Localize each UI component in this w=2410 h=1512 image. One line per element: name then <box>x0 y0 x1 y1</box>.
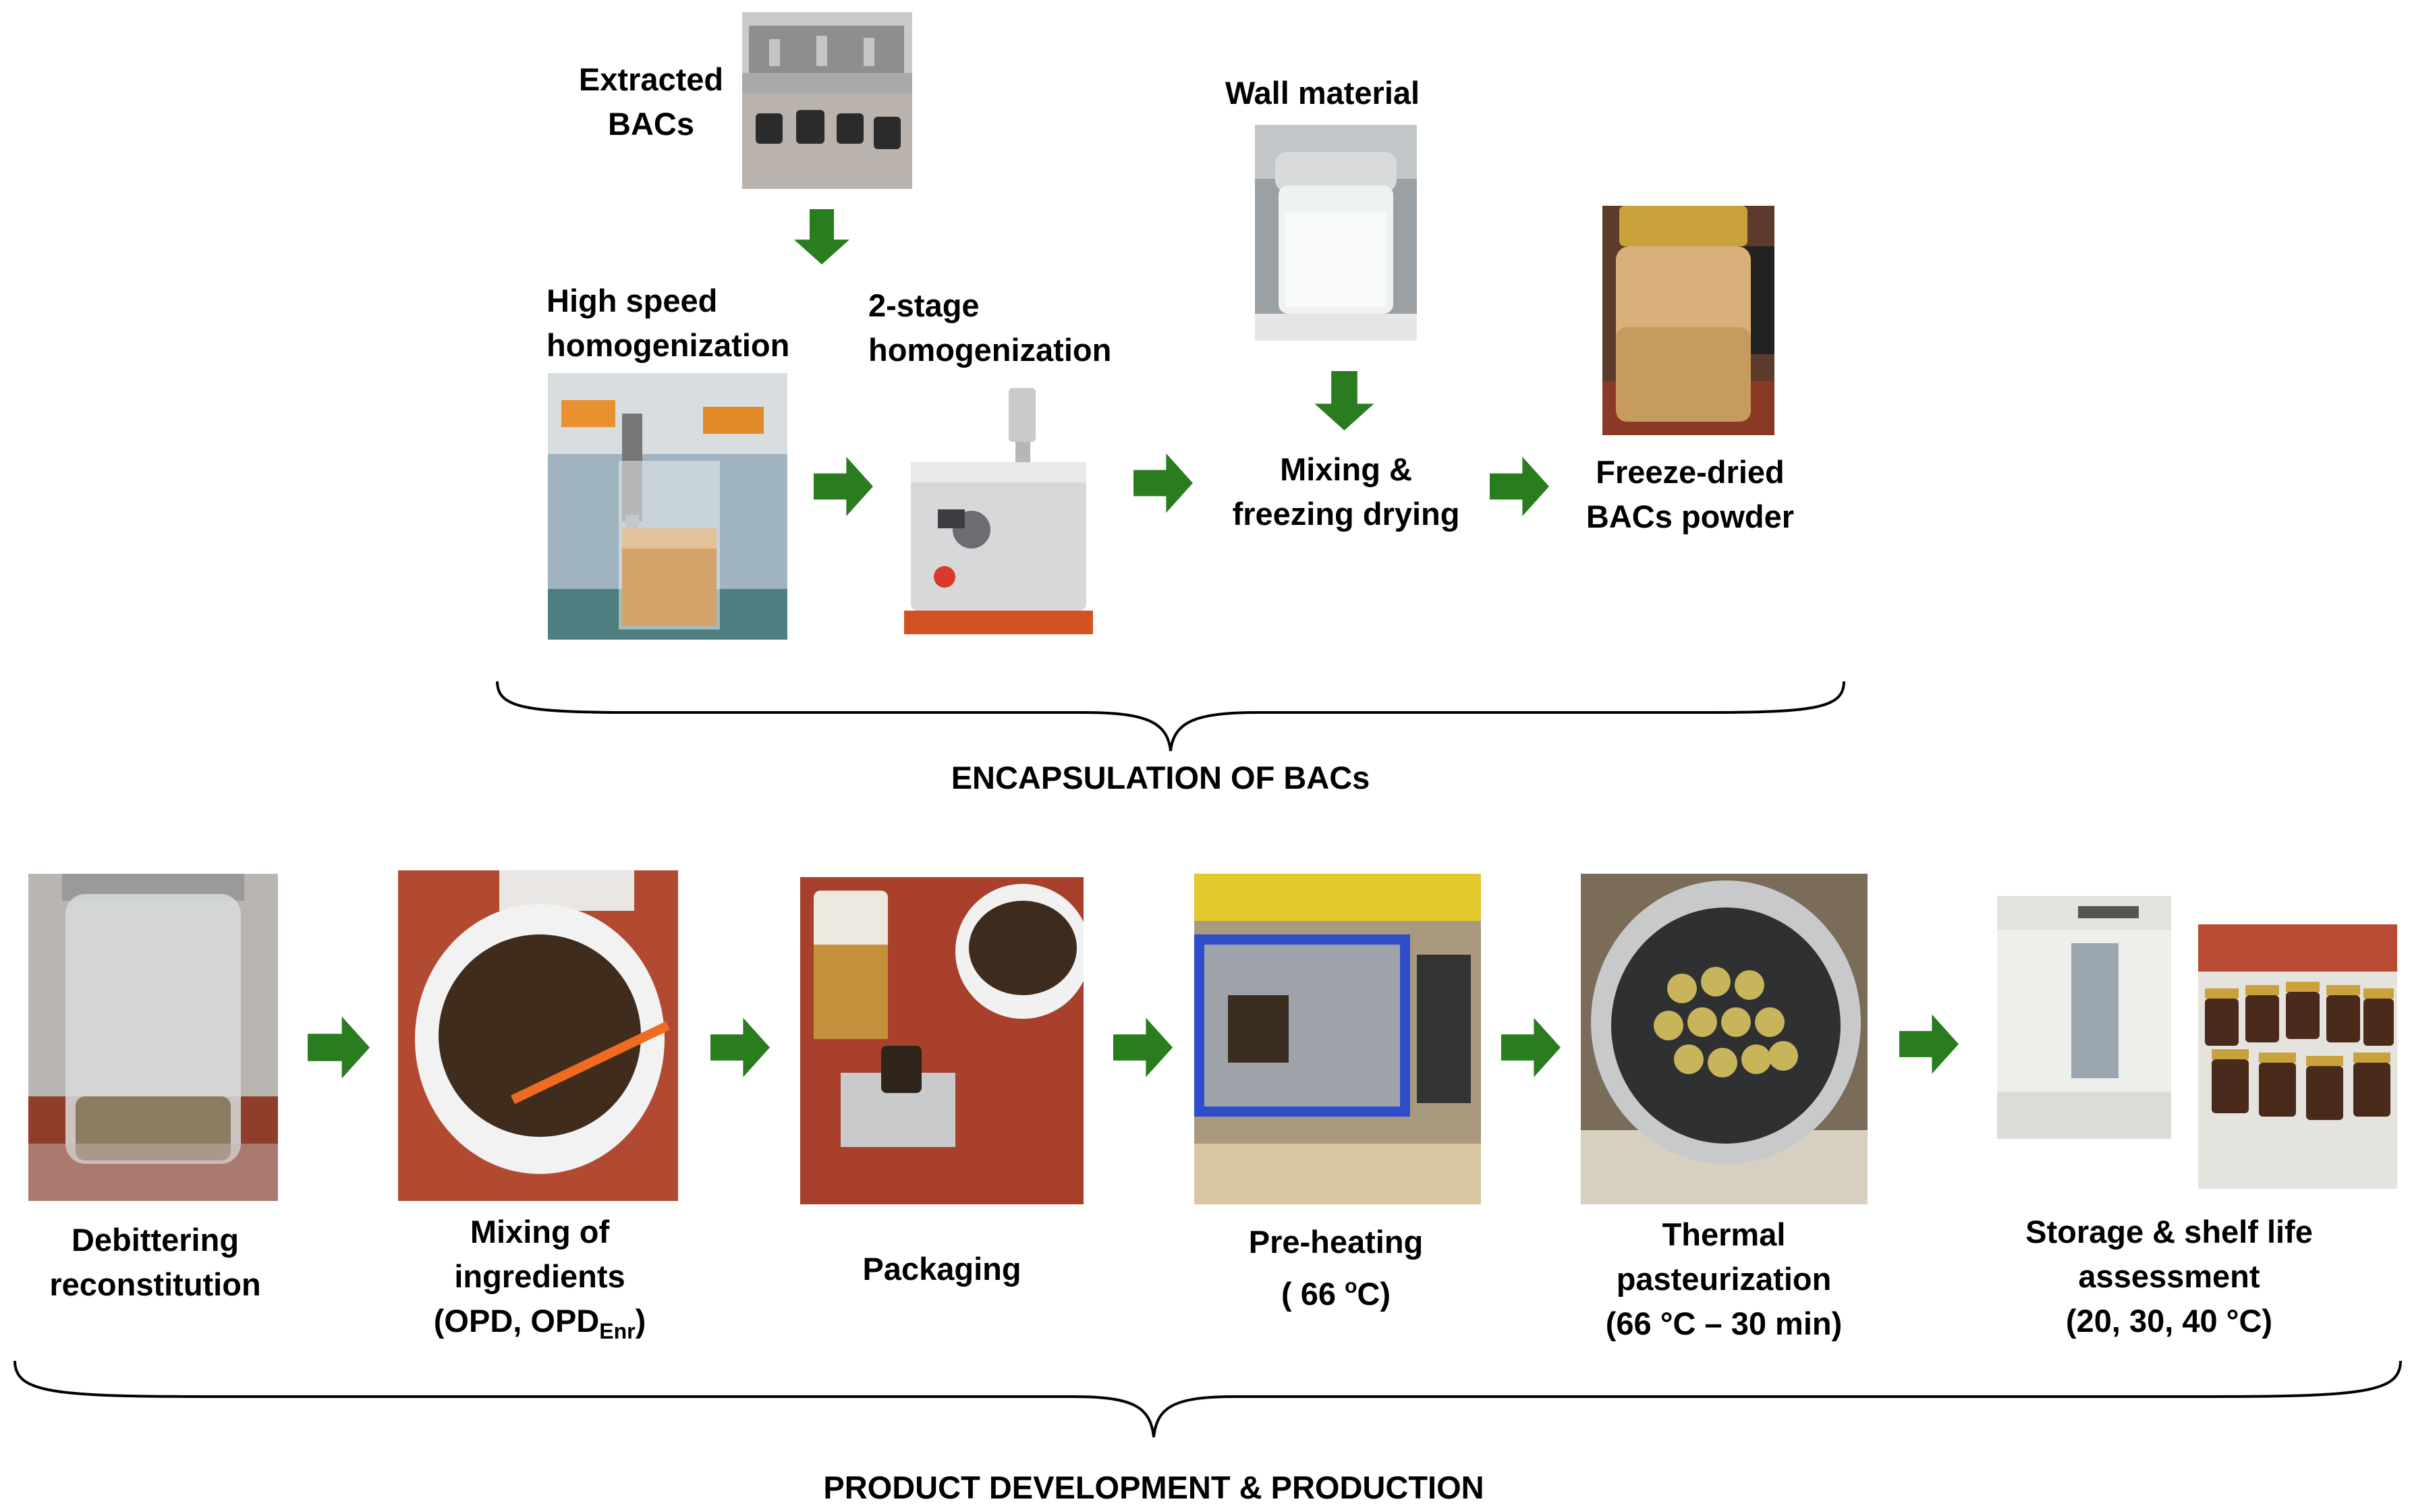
photo-wall-material <box>1255 125 1417 341</box>
arrow-down-extracted <box>788 209 856 264</box>
label-packaging: Packaging <box>862 1251 1021 1287</box>
photo-thermal-pasteurization <box>1581 874 1868 1204</box>
label-freeze-dried-powder: Freeze-dried BACs powder <box>1586 454 1795 534</box>
photo-high-speed-homogenizer <box>548 373 787 640</box>
label-mixing-ingredients: Mixing of ingredients (OPD, OPDEnr) <box>433 1214 646 1343</box>
label-preheating: Pre-heating ( 66 oC) <box>1248 1224 1424 1312</box>
photo-packaging <box>800 877 1084 1204</box>
arrow-right-5 <box>710 1015 770 1080</box>
arrow-right-2 <box>1133 452 1193 514</box>
label-mixing-freezing-drying: Mixing & freezing drying <box>1232 451 1460 532</box>
label-storage-shelf-life: Storage & shelf life assessment (20, 30,… <box>2025 1214 2313 1339</box>
arrow-down-wall <box>1312 371 1376 430</box>
label-extracted-bacs: Extracted BACs <box>578 61 724 142</box>
photo-storage-jars <box>2198 924 2397 1189</box>
arrow-right-1 <box>814 455 873 517</box>
arrow-right-6 <box>1113 1015 1173 1080</box>
section-title-encapsulation: ENCAPSULATION OF BACs <box>951 760 1370 795</box>
arrow-right-8 <box>1899 1012 1959 1076</box>
arrow-right-4 <box>308 1015 370 1080</box>
photo-debittering <box>28 874 278 1201</box>
label-thermal-pasteurization: Thermal pasteurization (66 °C – 30 min) <box>1605 1216 1843 1341</box>
photo-storage-incubator <box>1990 889 2178 1156</box>
section-title-product-development: PRODUCT DEVELOPMENT & PRODUCTION <box>823 1469 1484 1505</box>
photo-freeze-dried-powder <box>1602 206 1774 435</box>
label-debittering: Debittering reconstitution <box>49 1222 261 1302</box>
label-wall-material: Wall material <box>1225 75 1420 111</box>
photo-two-stage-homogenizer <box>897 388 1100 641</box>
arrow-right-7 <box>1501 1015 1561 1080</box>
brace-encapsulation <box>496 680 1845 754</box>
brace-product-development <box>13 1360 2402 1440</box>
photo-mixing-ingredients <box>398 870 678 1201</box>
label-two-stage-homogenization: 2-stage homogenization <box>868 287 1112 368</box>
photo-extracted-bacs <box>742 12 912 189</box>
photo-preheating <box>1194 874 1481 1204</box>
arrow-right-3 <box>1490 455 1549 517</box>
label-high-speed-homogenization: High speed homogenization <box>547 283 790 363</box>
